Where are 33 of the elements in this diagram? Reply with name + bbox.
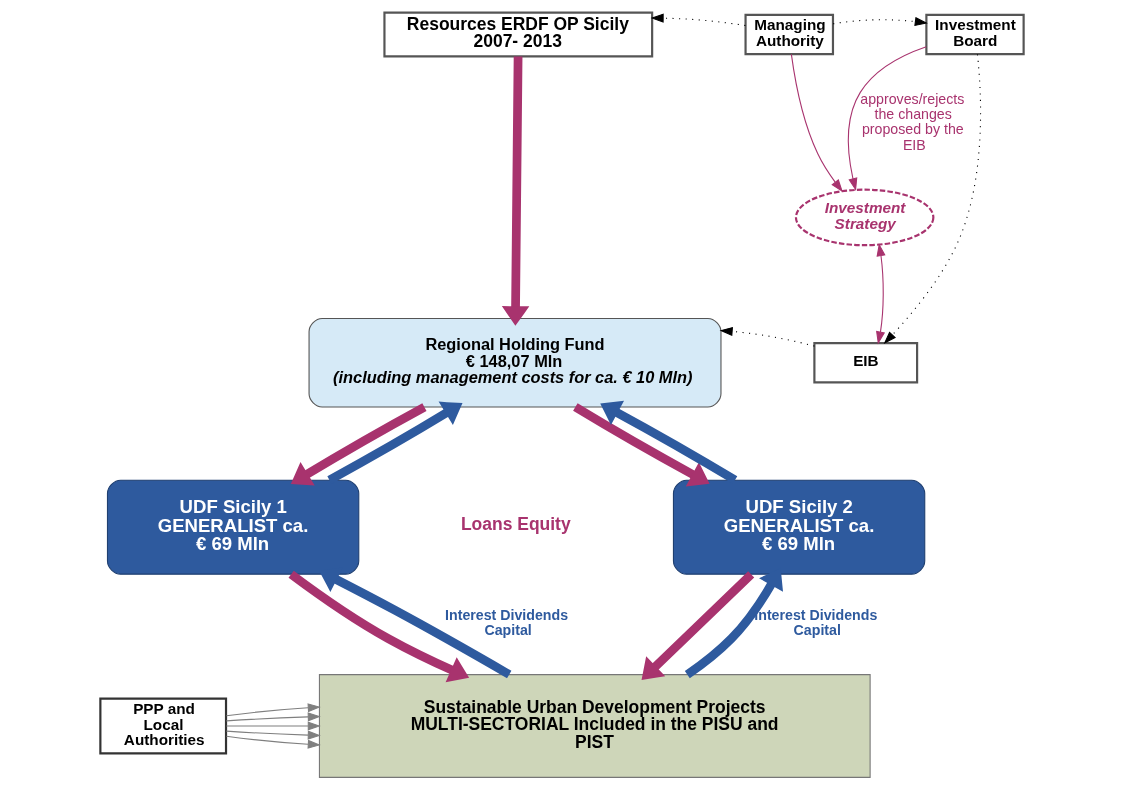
arrow (290, 403, 426, 486)
node-box: UDF Sicily 1 GENERALIST ca. € 69 Mln (106, 479, 359, 575)
node-box: Investment Board (924, 13, 1025, 56)
arrow (650, 13, 746, 27)
arrow (599, 400, 737, 484)
arrow (501, 56, 529, 326)
arrow (883, 53, 981, 345)
node-box: EIB (812, 341, 918, 384)
arrow (225, 735, 321, 749)
node-ellipse: Investment Strategy (794, 188, 934, 247)
arrow (875, 243, 886, 345)
node-box: Resources ERDF OP Sicily 2007- 2013 (382, 11, 653, 58)
edge-label: approves/rejects the changes proposed by the EIB (859, 90, 964, 153)
node-box: Sustainable Urban Development Projects MULTI-SECTORIAL Included in the PISU and PIST (318, 674, 871, 778)
label: Loans Equity (460, 514, 571, 535)
node-box: UDF Sicily 2 GENERALIST ca. € 69 Mln (672, 479, 925, 575)
node-box: PPP and Local Authorities (98, 697, 227, 755)
arrow (641, 571, 754, 680)
arrow (225, 721, 321, 731)
arrow (719, 326, 815, 347)
arrow (847, 46, 927, 192)
arrow (225, 730, 321, 740)
arrow (288, 570, 469, 683)
arrow (790, 53, 843, 193)
arrow (326, 401, 463, 484)
edge-label: Interest Dividends Capital (444, 607, 568, 638)
edge-label: Interest Dividends Capital (753, 607, 877, 638)
arrow (572, 403, 710, 487)
node-box: Managing Authority (743, 13, 834, 56)
arrow (225, 712, 321, 722)
arrow (832, 17, 928, 27)
arrow (225, 703, 321, 717)
node-box: Regional Holding Fund € 148,07 Mln (including management costs for ca. € 10 Mln) (308, 317, 722, 408)
